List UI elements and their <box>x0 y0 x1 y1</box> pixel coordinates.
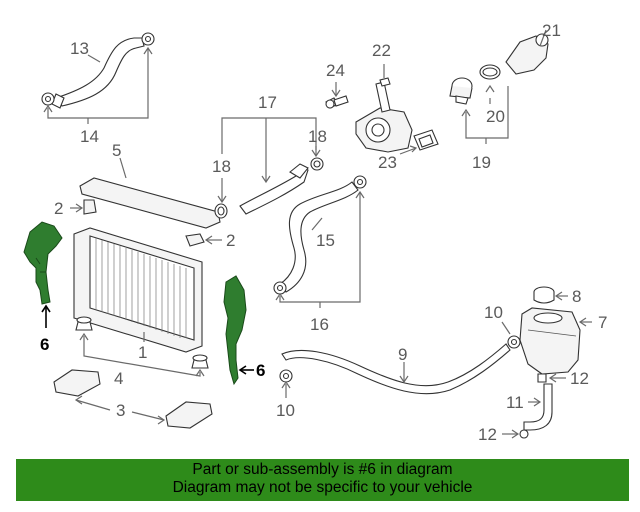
seal-ring-20[interactable] <box>479 64 501 80</box>
callout-18-left: 18 <box>212 157 231 176</box>
callout-7: 7 <box>598 313 607 332</box>
hose-11[interactable] <box>523 383 553 431</box>
fitting-12-lower[interactable] <box>519 429 529 439</box>
inlet-hose-17[interactable] <box>239 163 309 215</box>
air-deflector-6-right[interactable] <box>223 275 247 386</box>
bracket-2-lower[interactable] <box>185 233 205 247</box>
info-banner: Part or sub-assembly is #6 in diagram Di… <box>16 459 629 501</box>
gasket-23[interactable] <box>413 129 439 151</box>
callout-16: 16 <box>310 315 329 334</box>
callout-12-lower: 12 <box>478 425 497 444</box>
hose-clamp-14-right[interactable] <box>141 32 155 46</box>
water-outlet-22[interactable] <box>355 77 413 153</box>
callout-2-upper: 2 <box>54 199 63 218</box>
clamp-16-lower[interactable] <box>273 281 287 295</box>
insulator-right[interactable] <box>191 354 209 369</box>
clamp-16-upper[interactable] <box>353 175 367 189</box>
radiator-baffle-5[interactable] <box>79 177 221 229</box>
insulator-left[interactable] <box>75 316 93 331</box>
radiator-1[interactable] <box>73 227 203 353</box>
callout-4: 4 <box>114 369 123 388</box>
callout-20: 20 <box>486 107 505 126</box>
lower-support-3-right[interactable] <box>165 401 213 429</box>
callout-8: 8 <box>572 287 581 306</box>
thermostat-20[interactable] <box>449 77 473 105</box>
fitting-12-upper[interactable] <box>537 373 547 383</box>
callout-3: 3 <box>116 401 125 420</box>
reservoir-cap-8[interactable] <box>533 286 555 304</box>
callout-6-left: 6 <box>40 335 49 354</box>
clamp-18-right[interactable] <box>310 157 324 171</box>
callout-9: 9 <box>398 345 407 364</box>
callout-2-lower: 2 <box>226 231 235 250</box>
clamp-10-upper[interactable] <box>507 335 521 349</box>
callout-13: 13 <box>70 39 89 58</box>
parts-diagram: 13 14 5 2 2 1 <box>23 21 607 444</box>
temp-sensor-24[interactable] <box>325 95 349 109</box>
callout-21: 21 <box>542 21 561 40</box>
callout-18-right: 18 <box>308 127 327 146</box>
callout-15: 15 <box>316 231 335 250</box>
callout-10-upper: 10 <box>484 303 503 322</box>
callout-12-upper: 12 <box>570 369 589 388</box>
coolant-reservoir-7[interactable] <box>519 307 581 375</box>
callout-19: 19 <box>472 153 491 172</box>
callout-10-lower: 10 <box>276 401 295 420</box>
clamp-10-lower[interactable] <box>279 369 293 383</box>
hose-clamp-14-left[interactable] <box>41 92 55 106</box>
banner-line-2: Diagram may not be specific to your vehi… <box>172 479 473 496</box>
callout-17: 17 <box>258 93 277 112</box>
thermostat-housing-21[interactable] <box>505 33 549 75</box>
upper-radiator-hose-13[interactable] <box>51 37 145 109</box>
callout-5: 5 <box>112 141 121 160</box>
outlet-hose-15[interactable] <box>279 181 359 293</box>
air-deflector-6-left[interactable] <box>23 221 63 305</box>
callout-6-right: 6 <box>256 361 265 380</box>
callout-23: 23 <box>378 153 397 172</box>
lower-support-3-left[interactable] <box>53 369 101 397</box>
banner-line-1: Part or sub-assembly is #6 in diagram <box>192 461 453 478</box>
bracket-2-upper[interactable] <box>83 199 97 215</box>
overflow-hose-9[interactable] <box>281 343 511 395</box>
callout-24: 24 <box>326 61 345 80</box>
callout-11: 11 <box>506 393 524 412</box>
callout-22: 22 <box>372 41 391 60</box>
clamp-18-left[interactable] <box>214 203 228 219</box>
callout-1: 1 <box>138 343 147 362</box>
callout-14: 14 <box>80 127 99 146</box>
